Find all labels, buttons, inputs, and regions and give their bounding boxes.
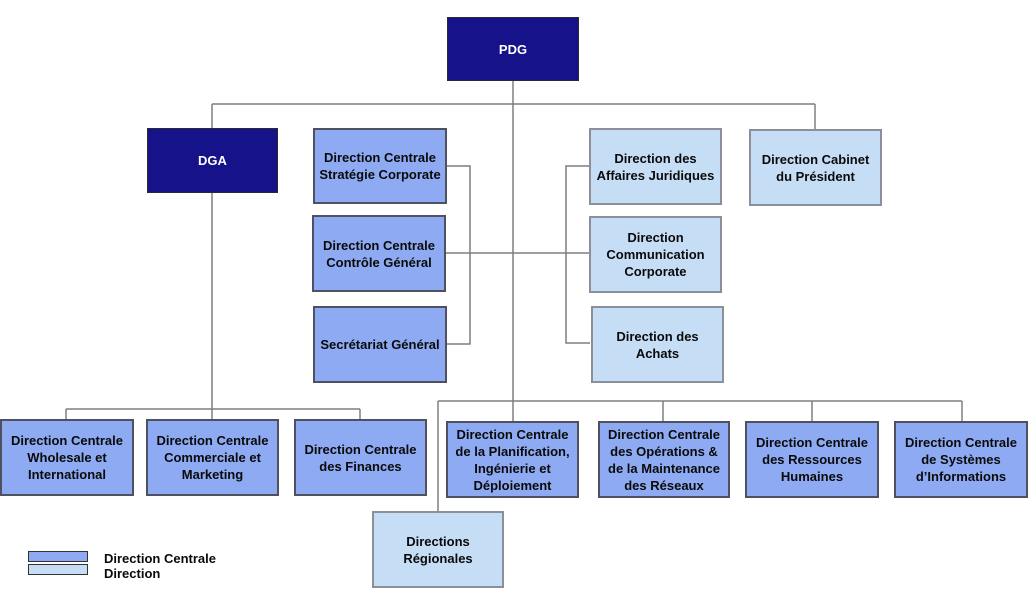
connector-right-bracket bbox=[565, 165, 590, 344]
directions-regionales-box: Directions Régionales bbox=[372, 511, 504, 588]
connector-left-bracket bbox=[446, 165, 471, 345]
cabinet-president-box: Direction Cabinet du Président bbox=[749, 129, 882, 206]
pdg-box: PDG bbox=[447, 17, 579, 81]
legend-label-direction: Direction bbox=[104, 566, 161, 581]
planification-box: Direction Centrale de la Planification, … bbox=[446, 421, 579, 498]
legend-label-central: Direction Centrale bbox=[104, 551, 216, 566]
dga-box: DGA bbox=[147, 128, 278, 193]
ressources-humaines-box: Direction Centrale des Ressources Humain… bbox=[745, 421, 879, 498]
wholesale-international-box: Direction Centrale Wholesale et Internat… bbox=[0, 419, 134, 496]
secretariat-general-box: Secrétariat Général bbox=[313, 306, 447, 383]
communication-corporate-box: Direction Communication Corporate bbox=[589, 216, 722, 293]
operations-maintenance-box: Direction Centrale des Opérations & de l… bbox=[598, 421, 730, 498]
legend-swatch-central bbox=[28, 551, 88, 562]
achats-box: Direction des Achats bbox=[591, 306, 724, 383]
commerciale-marketing-box: Direction Centrale Commerciale et Market… bbox=[146, 419, 279, 496]
affaires-juridiques-box: Direction des Affaires Juridiques bbox=[589, 128, 722, 205]
controle-general-box: Direction Centrale Contrôle Général bbox=[312, 215, 446, 292]
systemes-informations-box: Direction Centrale de Systèmes d’Informa… bbox=[894, 421, 1028, 498]
strategie-corporate-box: Direction Centrale Stratégie Corporate bbox=[313, 128, 447, 204]
legend-swatch-direction bbox=[28, 564, 88, 575]
finances-box: Direction Centrale des Finances bbox=[294, 419, 427, 496]
